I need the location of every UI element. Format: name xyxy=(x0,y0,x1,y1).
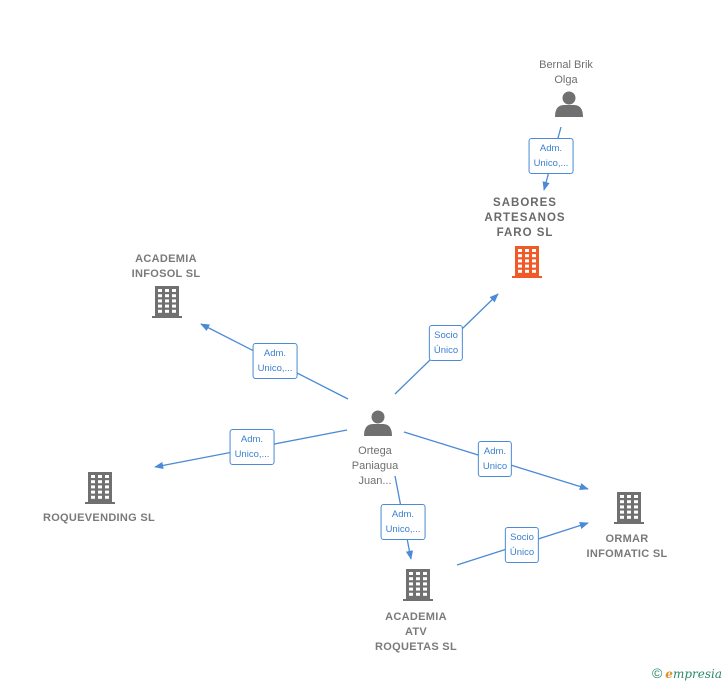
building-icon[interactable] xyxy=(403,569,433,601)
edge-label-line: Adm. xyxy=(483,446,507,457)
person-icon[interactable] xyxy=(555,91,583,118)
node-label-line: INFOMATIC SL xyxy=(586,548,668,560)
edge-label-line: Unico xyxy=(482,461,508,472)
node-label-line: Olga xyxy=(554,74,578,86)
edge-label-line: Único xyxy=(433,345,459,356)
node-label-roquevending[interactable]: ROQUEVENDING SL xyxy=(43,511,155,526)
edge-label-line: Adm. xyxy=(539,143,563,154)
edge-label-e4[interactable]: Adm. Unico,... xyxy=(229,429,275,465)
node-label-line: ACADEMIA xyxy=(135,253,197,265)
edge-label-line: Adm. xyxy=(240,434,264,445)
building-icon[interactable] xyxy=(512,246,542,278)
brand-logo-initial: e xyxy=(665,667,673,681)
brand-footer[interactable]: ©empresia xyxy=(652,665,722,681)
building-icon[interactable] xyxy=(85,472,115,504)
edge-label-line: Adm. xyxy=(391,509,415,520)
edge-label-line: Unico,... xyxy=(385,524,421,535)
node-label-line: SABORES xyxy=(493,197,557,209)
edge-label-line: Unico,... xyxy=(234,449,270,460)
brand-name: mpresia xyxy=(672,667,722,681)
edge-label-line: Adm. xyxy=(263,348,287,359)
edge-label-line: Unico,... xyxy=(257,363,293,374)
node-label-line: ATV xyxy=(404,626,428,638)
node-label-sabores[interactable]: SABORES ARTESANOS FARO SL xyxy=(484,196,565,241)
node-label-line: FARO SL xyxy=(496,227,554,239)
edge-label-e1[interactable]: Adm. Unico,... xyxy=(528,138,574,174)
node-label-line: Ortega xyxy=(358,445,392,457)
building-icon[interactable] xyxy=(152,286,182,318)
node-label-line: ACADEMIA xyxy=(385,611,447,623)
edge-label-e5[interactable]: Adm. Unico xyxy=(477,441,513,477)
node-label-atv[interactable]: ACADEMIA ATV ROQUETAS SL xyxy=(375,610,457,655)
edge-label-e6[interactable]: Adm. Unico,... xyxy=(380,504,426,540)
node-label-line: Juan... xyxy=(358,475,392,487)
node-label-line: Paniagua xyxy=(351,460,399,472)
node-label-line: ARTESANOS xyxy=(484,212,566,224)
edge-label-line: Único xyxy=(509,547,535,558)
node-label-line: INFOSOL SL xyxy=(131,268,201,280)
node-label-infosol[interactable]: ACADEMIA INFOSOL SL xyxy=(132,252,201,282)
node-label-line: Bernal Brik xyxy=(539,59,593,71)
copyright-icon: © xyxy=(651,665,663,681)
node-label-line: ORMAR xyxy=(605,533,649,545)
node-label-line: ROQUEVENDING SL xyxy=(42,512,156,524)
person-icon[interactable] xyxy=(364,410,392,437)
edge-label-e3[interactable]: Adm. Unico,... xyxy=(252,343,298,379)
node-label-line: ROQUETAS SL xyxy=(375,641,457,653)
node-label-ormar[interactable]: ORMAR INFOMATIC SL xyxy=(587,532,668,562)
edge-label-line: Socio xyxy=(434,330,458,341)
edge-label-line: Socio xyxy=(510,532,534,543)
edge-label-line: Unico,... xyxy=(533,158,569,169)
building-icon[interactable] xyxy=(614,492,644,524)
